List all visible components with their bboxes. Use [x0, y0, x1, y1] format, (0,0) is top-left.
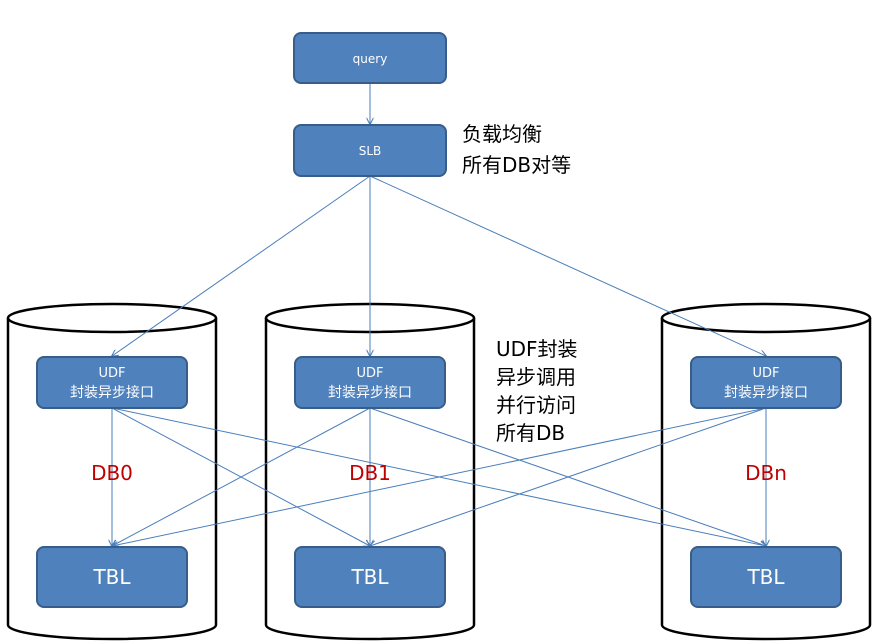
connector-slb-udf0 — [112, 175, 371, 356]
tbl-node-n: TBL — [690, 546, 842, 608]
udf-note-line1: UDF封装 — [496, 337, 578, 361]
tbl-node-0: TBL — [36, 546, 188, 608]
slb-note-line2: 所有DB对等 — [462, 153, 571, 177]
connector-udfn-tbl1 — [370, 407, 767, 546]
connectors — [112, 83, 766, 546]
slb-node: SLB — [293, 124, 447, 177]
udf-node-1: UDF 封装异步接口 — [294, 356, 446, 409]
tbl-label: TBL — [92, 565, 131, 589]
udf-node-n: UDF 封装异步接口 — [690, 356, 842, 409]
slb-annotation: 负载均衡 所有DB对等 — [462, 122, 571, 177]
udf-note-line4: 所有DB — [496, 421, 565, 445]
udf-annotation: UDF封装 异步调用 并行访问 所有DB — [496, 337, 578, 445]
udf-label-line1: UDF — [356, 366, 383, 381]
udf-label-line2: 封装异步接口 — [724, 384, 808, 401]
connector-slb-udfn — [369, 175, 766, 356]
db-label-n: DBn — [745, 461, 787, 485]
udf-label-line1: UDF — [752, 366, 779, 381]
udf-node-0: UDF 封装异步接口 — [36, 356, 188, 409]
tbl-label: TBL — [746, 565, 785, 589]
tbl-label: TBL — [350, 565, 389, 589]
tbl-node-1: TBL — [294, 546, 446, 608]
connector-udf1-tbl0 — [112, 407, 371, 546]
udf-label-line2: 封装异步接口 — [70, 384, 154, 401]
slb-note-line1: 负载均衡 — [462, 122, 542, 146]
connector-udfn-tbl0 — [112, 407, 767, 546]
udf-label-line1: UDF — [98, 366, 125, 381]
udf-note-line3: 并行访问 — [496, 393, 576, 417]
slb-label: SLB — [359, 144, 382, 158]
db-label-1: DB1 — [349, 461, 391, 485]
udf-label-line2: 封装异步接口 — [328, 384, 412, 401]
db-label-0: DB0 — [91, 461, 133, 485]
query-label: query — [353, 52, 388, 66]
udf-note-line2: 异步调用 — [496, 365, 576, 389]
query-node: query — [293, 32, 447, 84]
